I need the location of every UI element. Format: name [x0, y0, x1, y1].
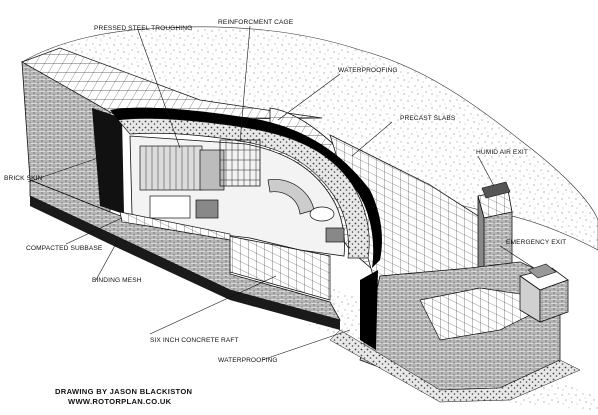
- left-wall-dark-band: [92, 108, 124, 214]
- pressed-steel-troughing: [139, 145, 225, 191]
- compacted-subbase: [30, 196, 340, 330]
- leader-lines: [27, 25, 535, 361]
- label-waterproofing-top: WATERPROOFING: [338, 67, 398, 74]
- label-waterproofing-bottom: WATERPROOFING: [218, 357, 278, 364]
- base-gravel: [329, 329, 581, 403]
- label-compacted-subbase: COMPACTED SUBBASE: [26, 245, 103, 252]
- concrete-shell-section: [117, 118, 370, 259]
- label-pressed-steel-troughing: PRESSED STEEL TROUGHING: [94, 25, 192, 32]
- label-brick-skin: BRICK SKIN: [4, 175, 43, 182]
- credit-website: WWW.ROTORPLAN.CO.UK: [68, 397, 172, 406]
- emergency-exit-box: [519, 263, 569, 323]
- label-emergency-exit: EMERGENCY EXIT: [506, 239, 566, 246]
- label-reinforcement-cage: REINFORCMENT CAGE: [218, 19, 294, 26]
- humid-air-exit-tower: [477, 181, 513, 277]
- front-slab: [119, 211, 231, 241]
- label-binding-mesh: BINDING MESH: [92, 277, 142, 284]
- reinforcement-cage: [219, 139, 261, 187]
- interior-equipment: [149, 178, 345, 243]
- waterproofing-band: [110, 107, 382, 268]
- label-humid-air-exit: HUMID AIR EXIT: [476, 149, 528, 156]
- credit-author: DRAWING BY JASON BLACKISTON: [55, 387, 192, 396]
- right-wing-dark-band: [360, 270, 378, 350]
- label-six-inch-concrete-raft: SIX INCH CONCRETE RAFT: [150, 337, 239, 344]
- label-precast-slabs: PRECAST SLABS: [400, 115, 456, 122]
